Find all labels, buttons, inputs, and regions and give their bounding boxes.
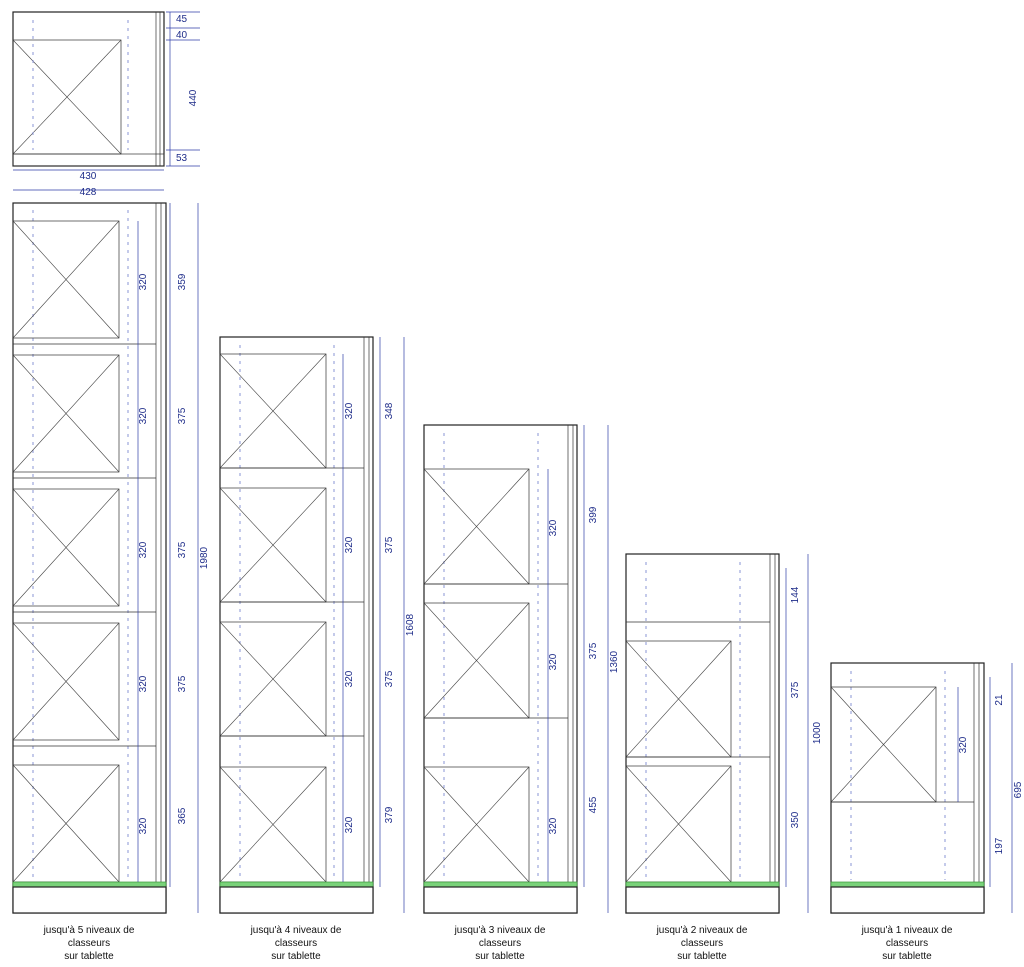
cab4-pitch-3: 375 bbox=[384, 670, 395, 687]
cab1-caption-line1: jusqu'à 1 niveaux de bbox=[861, 925, 953, 936]
cabinet-4-drawing bbox=[219, 336, 405, 914]
cab4-pitch-4: 379 bbox=[384, 806, 395, 823]
cab4-caption-line1: jusqu'à 4 niveaux de bbox=[250, 925, 342, 936]
cab5-inner-1: 320 bbox=[138, 273, 149, 290]
cab4-inner-4: 320 bbox=[344, 816, 355, 833]
top-dim-440: 440 bbox=[188, 89, 199, 106]
cab2-height-total: 1000 bbox=[812, 721, 823, 744]
cab4-inner-2: 320 bbox=[344, 536, 355, 553]
cab3-height-total: 1360 bbox=[609, 650, 620, 673]
cab4-inner-3: 320 bbox=[344, 670, 355, 687]
cabinet-5-drawing bbox=[12, 202, 199, 914]
cab3-inner-2: 320 bbox=[548, 653, 559, 670]
cab1-pitch-1: 21 bbox=[994, 694, 1005, 706]
cab5-caption-line1: jusqu'à 5 niveaux de bbox=[43, 925, 135, 936]
cab4-height-total: 1608 bbox=[405, 613, 416, 636]
cab5-pitch-2: 375 bbox=[177, 407, 188, 424]
cab3-caption-line2: classeurs bbox=[479, 938, 521, 949]
cab5-caption-line3: sur tablette bbox=[64, 951, 114, 962]
top-dim-45: 45 bbox=[176, 14, 188, 25]
cab5-inner-4: 320 bbox=[138, 675, 149, 692]
cab5-pitch-5: 365 bbox=[177, 807, 188, 824]
cab3-pitch-1: 399 bbox=[588, 506, 599, 523]
cab2-caption-line2: classeurs bbox=[681, 938, 723, 949]
cab5-caption-line2: classeurs bbox=[68, 938, 110, 949]
cab5-inner-2: 320 bbox=[138, 407, 149, 424]
cab5-pitch-1: 359 bbox=[177, 273, 188, 290]
cab4-pitch-2: 375 bbox=[384, 536, 395, 553]
cab5-inner-5: 320 bbox=[138, 817, 149, 834]
cab5-pitch-4: 375 bbox=[177, 675, 188, 692]
cab4-caption-line2: classeurs bbox=[275, 938, 317, 949]
cab2-caption-line3: sur tablette bbox=[677, 951, 727, 962]
cab5-height-total: 1980 bbox=[199, 546, 210, 569]
top-dim-40: 40 bbox=[176, 30, 188, 41]
cab2-pitch-2: 375 bbox=[790, 681, 801, 698]
top-width-428: 428 bbox=[80, 187, 97, 198]
cab4-pitch-1: 348 bbox=[384, 402, 395, 419]
cab3-inner-3: 320 bbox=[548, 817, 559, 834]
cab5-pitch-3: 375 bbox=[177, 541, 188, 558]
top-width-430: 430 bbox=[80, 171, 97, 182]
cab4-caption-line3: sur tablette bbox=[271, 951, 321, 962]
cab3-caption-line1: jusqu'à 3 niveaux de bbox=[454, 925, 546, 936]
top-dim-53: 53 bbox=[176, 153, 188, 164]
cab1-inner-1: 320 bbox=[958, 736, 969, 753]
cabinet-3-drawing bbox=[423, 424, 609, 914]
cab4-inner-1: 320 bbox=[344, 402, 355, 419]
cab1-caption-line3: sur tablette bbox=[882, 951, 932, 962]
cab1-pitch-2: 197 bbox=[994, 837, 1005, 854]
cab3-pitch-3: 455 bbox=[588, 796, 599, 813]
cabinet-1-drawing bbox=[830, 662, 1013, 914]
top-view-drawing bbox=[12, 11, 200, 191]
cab3-inner-1: 320 bbox=[548, 519, 559, 536]
cabinet-2-drawing bbox=[625, 553, 809, 914]
cab1-height-total: 695 bbox=[1013, 781, 1024, 798]
cab2-pitch-3: 350 bbox=[790, 811, 801, 828]
cab5-inner-3: 320 bbox=[138, 541, 149, 558]
cab2-caption-line1: jusqu'à 2 niveaux de bbox=[656, 925, 748, 936]
cab3-pitch-2: 375 bbox=[588, 642, 599, 659]
cab3-caption-line3: sur tablette bbox=[475, 951, 525, 962]
cab2-pitch-1: 144 bbox=[790, 586, 801, 603]
cab1-caption-line2: classeurs bbox=[886, 938, 928, 949]
